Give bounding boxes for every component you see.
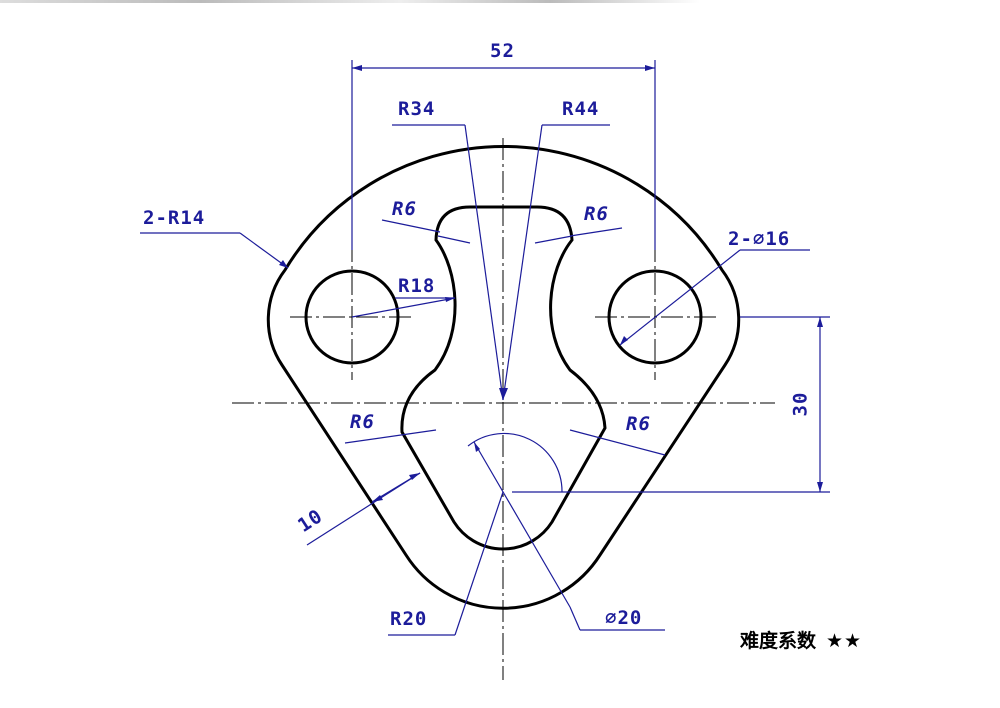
- left-hole: [304, 269, 400, 365]
- dim-r34: R34: [398, 98, 436, 120]
- outer-contour: [266, 144, 741, 610]
- dimension-lines: [140, 60, 830, 636]
- difficulty-stars: ★★: [826, 630, 863, 652]
- dim-r6-top-right: R6: [584, 203, 609, 225]
- arrowheads: [279, 65, 823, 502]
- difficulty-rating: 难度系数 ★★: [740, 626, 862, 653]
- dim-r18: R18: [398, 275, 436, 297]
- right-hole: [607, 269, 703, 365]
- dim-width-52: 52: [490, 40, 515, 62]
- dim-r6-top-left: R6: [392, 198, 417, 220]
- dim-r6-bottom-right: R6: [626, 413, 651, 435]
- difficulty-label: 难度系数: [740, 630, 817, 652]
- top-edge-shadow: [0, 0, 1000, 3]
- dim-r6-bottom-left: R6: [350, 411, 375, 433]
- dim-dia20: ∅20: [605, 607, 643, 629]
- dim-r44: R44: [562, 98, 600, 120]
- dim-2-r14: 2-R14: [143, 207, 206, 229]
- inner-slot: [400, 205, 607, 551]
- center-lines: [232, 138, 775, 680]
- dim-2-dia16: 2-∅16: [728, 228, 791, 250]
- part-outline: [266, 144, 741, 610]
- dim-r20: R20: [390, 608, 428, 630]
- dim-height-30: 30: [789, 391, 812, 417]
